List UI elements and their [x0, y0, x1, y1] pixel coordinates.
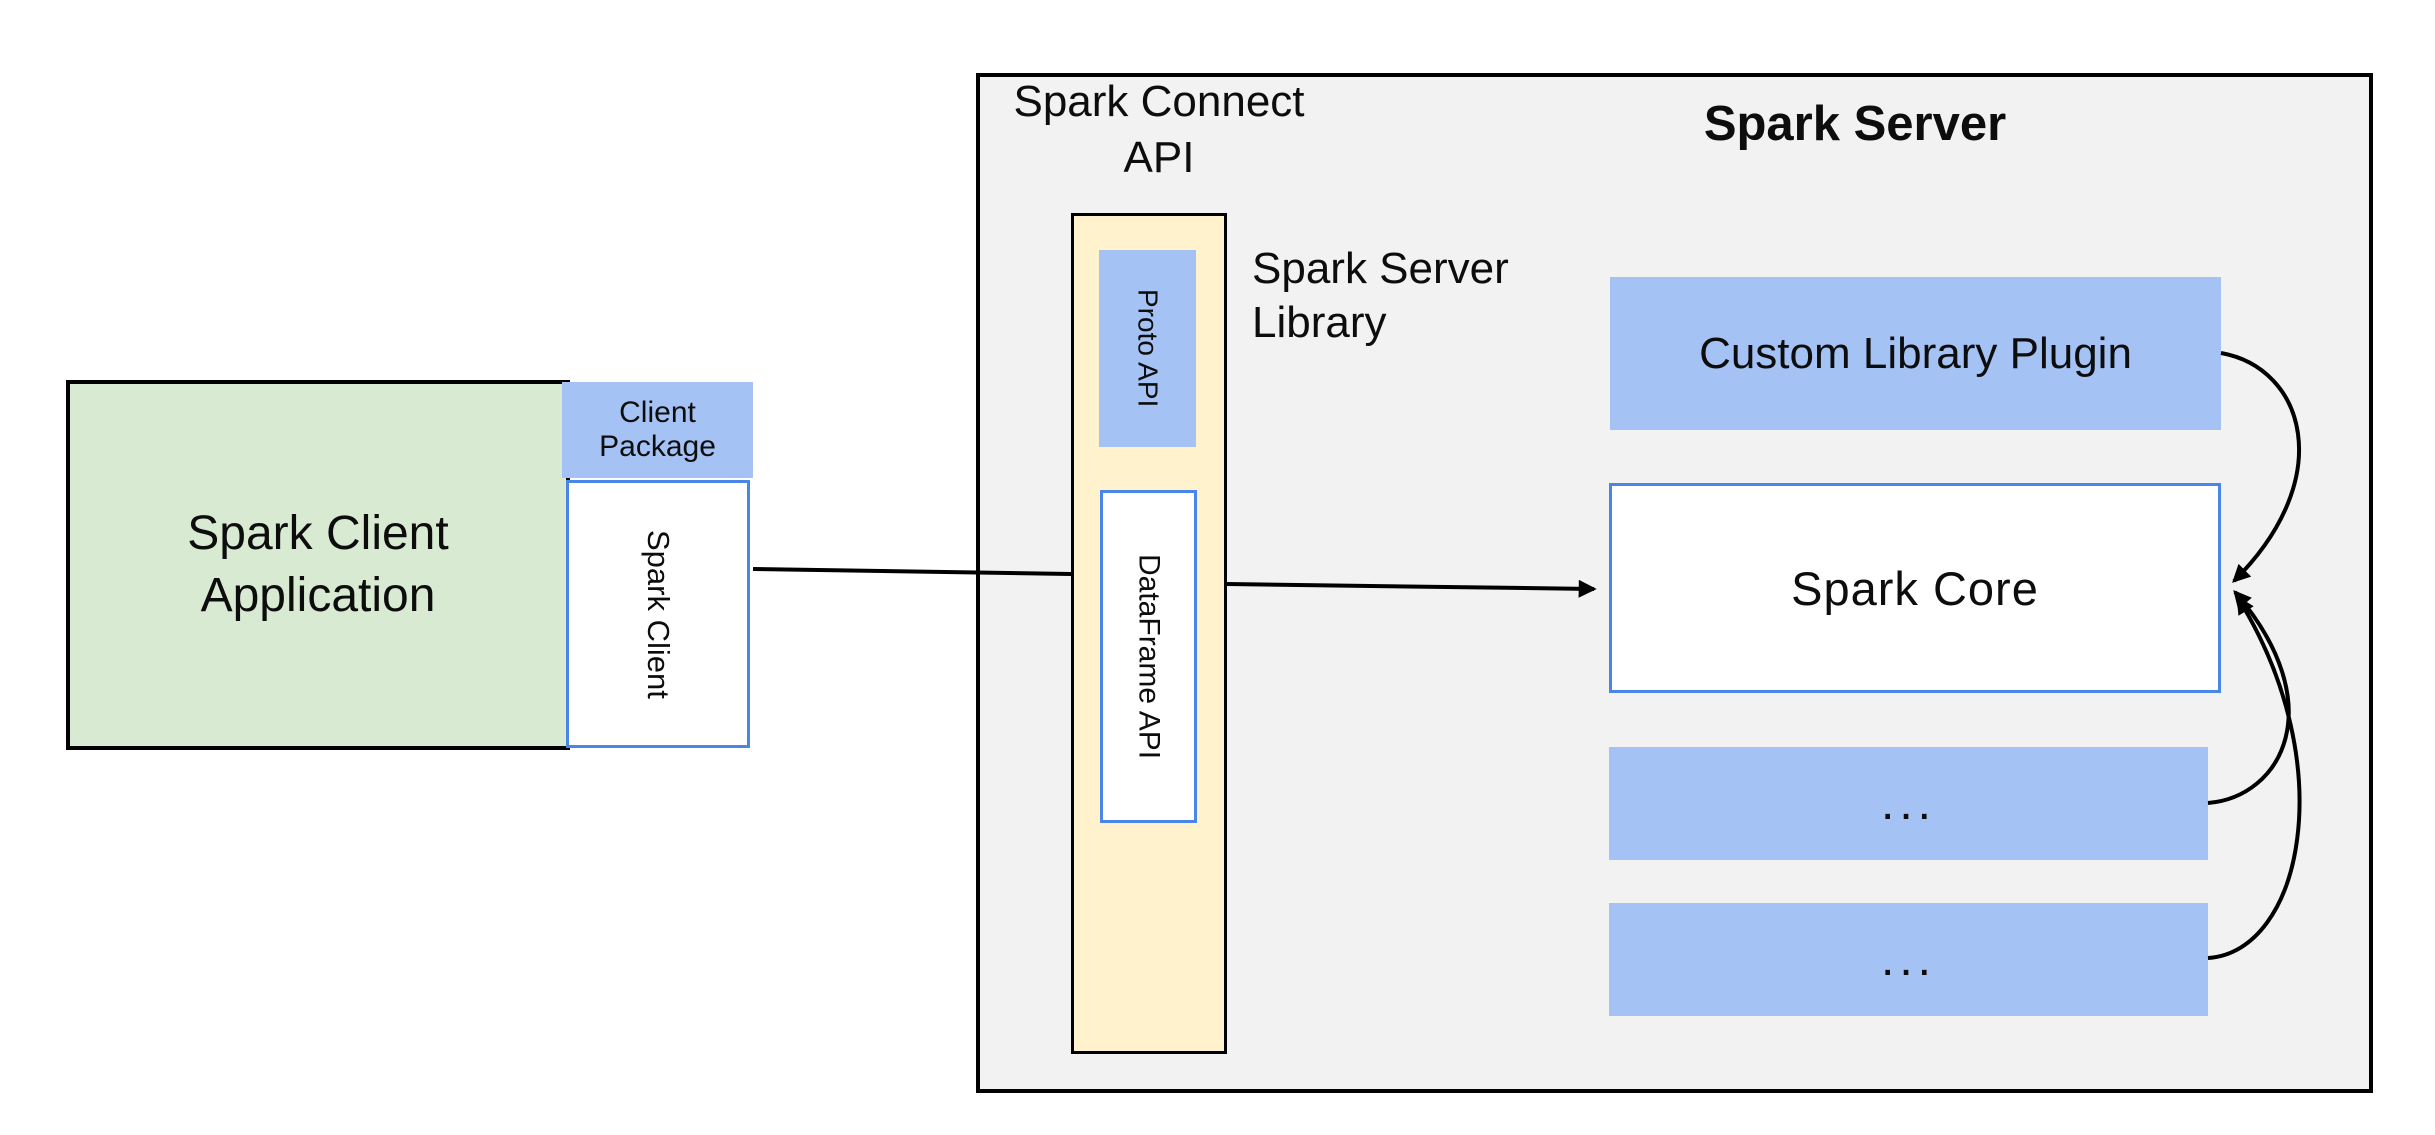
- spark-server-library-label: Spark Server Library: [1252, 244, 1509, 347]
- client-package-box: Client Package: [562, 382, 753, 478]
- client-package-label: Client Package: [599, 396, 716, 463]
- spark-connect-api-label: Spark Connect API: [1013, 77, 1305, 182]
- spark-server-title: Spark Server: [1703, 97, 2007, 151]
- proto-api-label: Proto API: [1132, 289, 1164, 408]
- spark-core-label: Spark Core: [1791, 561, 2039, 615]
- proto-api-box: Proto API: [1099, 250, 1196, 447]
- spark-client-box: Spark Client: [566, 480, 750, 748]
- spark-client-application-label: Spark Client Application: [187, 507, 449, 622]
- dataframe-api-label: DataFrame API: [1132, 553, 1166, 760]
- more-plugins-top-label: ...: [1880, 777, 1936, 830]
- custom-library-plugin-label: Custom Library Plugin: [1699, 328, 2132, 378]
- spark-client-label: Spark Client: [641, 529, 676, 699]
- spark-client-application-box: Spark Client Application: [66, 380, 570, 750]
- dataframe-api-box: DataFrame API: [1100, 490, 1197, 823]
- custom-library-plugin-box: Custom Library Plugin: [1610, 277, 2221, 430]
- more-plugins-box-top: ...: [1609, 747, 2208, 860]
- more-plugins-bottom-label: ...: [1880, 933, 1936, 986]
- more-plugins-box-bottom: ...: [1609, 903, 2208, 1016]
- spark-core-box: Spark Core: [1609, 483, 2221, 693]
